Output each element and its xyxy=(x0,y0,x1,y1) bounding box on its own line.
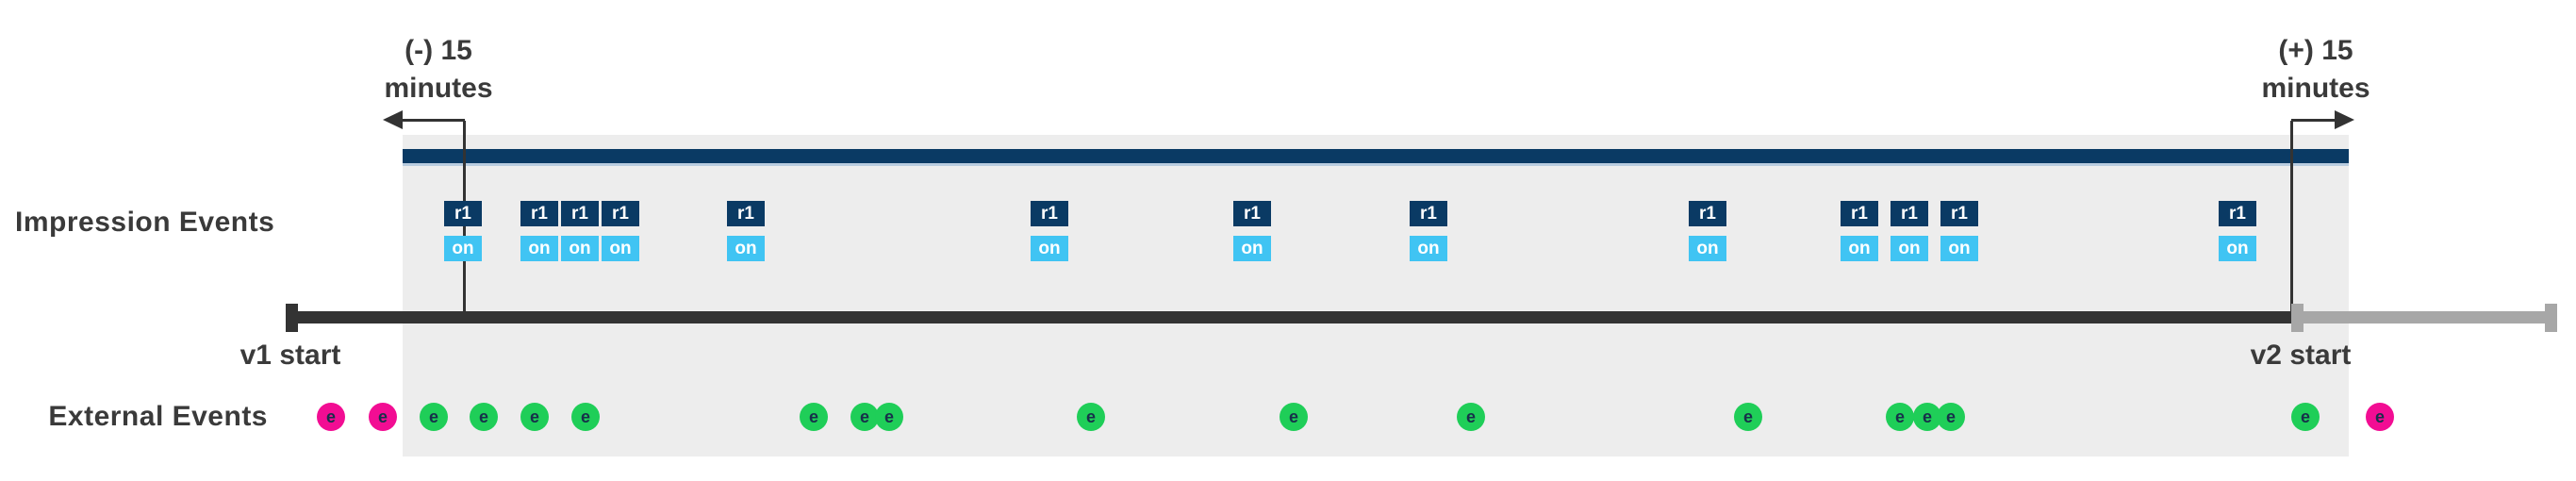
impression-event-status: on xyxy=(602,236,639,261)
impression-event-badge: r1 xyxy=(1031,201,1068,226)
impression-event-status: on xyxy=(2219,236,2256,261)
minus-15-line2: minutes xyxy=(384,73,493,104)
impression-event-status: on xyxy=(727,236,765,261)
impression-event-badge: r1 xyxy=(520,201,558,226)
external-event: e xyxy=(2291,403,2320,431)
impression-event-badge: r1 xyxy=(1891,201,1928,226)
plus-15-line1: (+) 15 xyxy=(2278,35,2353,66)
v2-timeline-end-cap xyxy=(2545,304,2557,332)
right-arrow-shaft xyxy=(2291,119,2337,122)
external-event: e xyxy=(571,403,600,431)
right-arrowhead-icon xyxy=(2335,110,2354,129)
impression-event-status: on xyxy=(520,236,558,261)
impression-event-status: on xyxy=(561,236,599,261)
impression-event-status: on xyxy=(1410,236,1447,261)
external-event: e xyxy=(850,403,879,431)
impression-event-status: on xyxy=(1031,236,1068,261)
v1-start-label: v1 start xyxy=(239,340,341,371)
campaign-duration-bar xyxy=(403,149,2349,166)
impression-event-status: on xyxy=(1940,236,1978,261)
external-event: e xyxy=(875,403,903,431)
external-event: e xyxy=(317,403,345,431)
impression-event-badge: r1 xyxy=(561,201,599,226)
external-event: e xyxy=(1077,403,1105,431)
plus-15-marker-line xyxy=(2290,121,2293,323)
impression-event-badge: r1 xyxy=(444,201,482,226)
minus-15-line1: (-) 15 xyxy=(405,35,472,66)
analysis-window-background xyxy=(403,135,2349,456)
external-event: e xyxy=(1937,403,1965,431)
impression-event-status: on xyxy=(1891,236,1928,261)
impression-event-badge: r1 xyxy=(1841,201,1878,226)
impression-event-badge: r1 xyxy=(1233,201,1271,226)
external-event: e xyxy=(1734,403,1762,431)
external-event: e xyxy=(470,403,498,431)
v1-timeline-bar xyxy=(286,311,2291,323)
external-event: e xyxy=(1280,403,1308,431)
impression-event-badge: r1 xyxy=(1689,201,1726,226)
v2-start-label: v2 start xyxy=(2250,340,2352,371)
impression-event-badge: r1 xyxy=(1410,201,1447,226)
v2-timeline-bar xyxy=(2291,311,2557,323)
impression-event-status: on xyxy=(1689,236,1726,261)
minus-15-minutes-label: (-) 15 minutes xyxy=(316,32,561,108)
impression-events-row-label: Impression Events xyxy=(15,207,275,238)
external-event: e xyxy=(800,403,828,431)
plus-15-minutes-label: (+) 15 minutes xyxy=(2193,32,2438,108)
external-event: e xyxy=(420,403,448,431)
impression-event-badge: r1 xyxy=(2219,201,2256,226)
external-event: e xyxy=(1886,403,1914,431)
impression-event-status: on xyxy=(1841,236,1878,261)
external-event: e xyxy=(2366,403,2394,431)
left-arrow-shaft xyxy=(403,119,465,122)
external-events-row-label: External Events xyxy=(48,401,268,432)
impression-event-status: on xyxy=(1233,236,1271,261)
impression-event-badge: r1 xyxy=(727,201,765,226)
impression-event-status: on xyxy=(444,236,482,261)
external-event: e xyxy=(520,403,549,431)
impression-event-badge: r1 xyxy=(1940,201,1978,226)
plus-15-line2: minutes xyxy=(2261,73,2370,104)
external-event: e xyxy=(369,403,397,431)
impression-event-badge: r1 xyxy=(602,201,639,226)
left-arrowhead-icon xyxy=(383,110,403,129)
external-event: e xyxy=(1457,403,1485,431)
